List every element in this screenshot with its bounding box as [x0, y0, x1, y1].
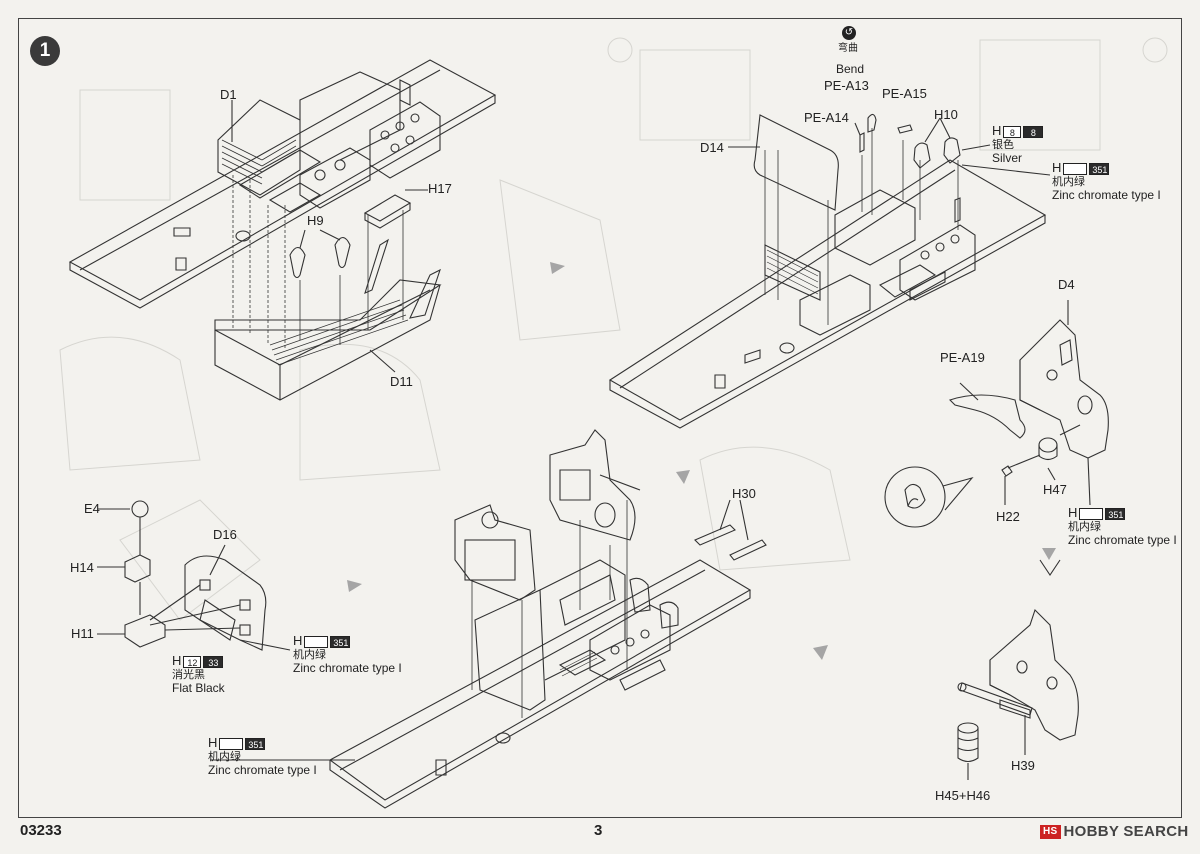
d4-assembly: [884, 300, 1109, 528]
label-h39: H39: [1011, 758, 1035, 773]
label-h47: H47: [1043, 482, 1067, 497]
step-number-badge: 1: [30, 36, 60, 66]
label-pe-a19: PE-A19: [940, 350, 985, 365]
flow-arrows: [347, 262, 1056, 660]
label-bend-cn: 弯曲: [838, 43, 858, 54]
label-d1: D1: [220, 87, 237, 102]
label-d14: D14: [700, 140, 724, 155]
label-h22: H22: [996, 509, 1020, 524]
label-h10: H10: [934, 107, 958, 122]
label-bend-en: Bend: [836, 62, 865, 76]
h39-assembly: [957, 559, 1079, 780]
d16-assembly: [97, 500, 291, 651]
label-h11: H11: [71, 626, 94, 641]
label-pe-a14: PE-A14: [804, 110, 849, 125]
label-d4: D4: [1058, 277, 1075, 292]
page-number: 3: [594, 822, 603, 839]
label-d11: D11: [390, 374, 413, 389]
top-left-assembly: [68, 59, 497, 401]
label-h9: H9: [307, 213, 324, 228]
product-code: 03233: [20, 822, 62, 839]
label-h30: H30: [732, 486, 756, 501]
logo-mark-icon: HS: [1040, 825, 1061, 840]
bend-icon: ↺: [842, 26, 856, 40]
ghost-background: [59, 37, 1168, 621]
label-e4: E4: [84, 501, 100, 516]
center-assembly: [210, 429, 767, 809]
label-pe-a15: PE-A15: [882, 86, 927, 101]
label-h45-h46: H45+H46: [935, 788, 991, 803]
label-h14: H14: [70, 560, 94, 575]
label-d16: D16: [213, 527, 237, 542]
label-pe-a13: PE-A13: [824, 78, 869, 93]
page-frame: [18, 18, 1182, 818]
top-right-assembly: [608, 113, 1051, 429]
label-h17: H17: [428, 181, 452, 196]
